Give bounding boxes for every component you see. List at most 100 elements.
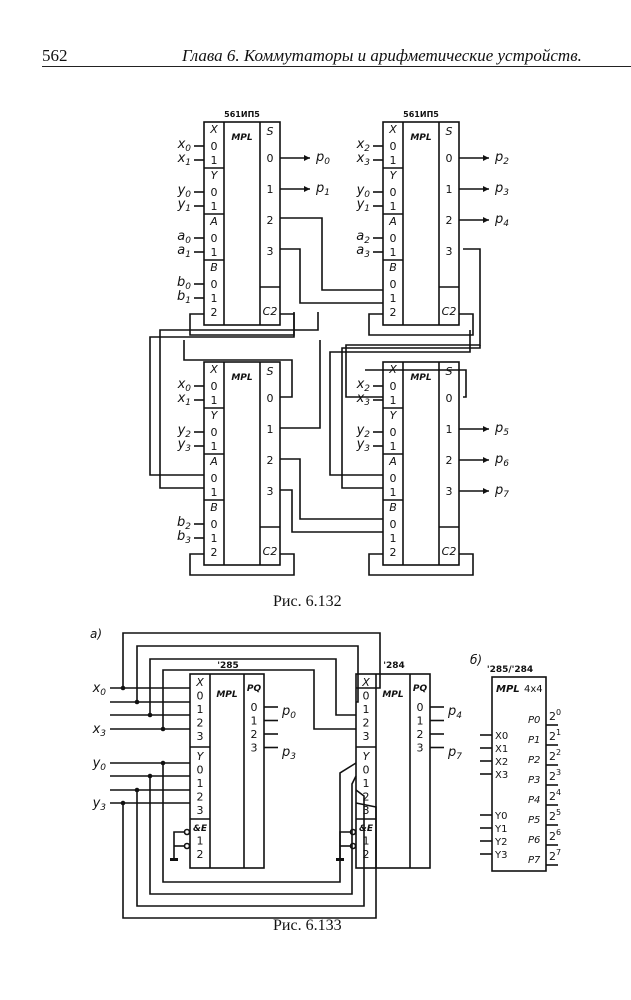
input-signal-label: y0 [92, 756, 107, 773]
arrow-head-icon [304, 186, 310, 192]
pin-number: 1 [390, 246, 397, 259]
pin-number: 0 [211, 518, 218, 531]
weight-label: 25 [549, 808, 561, 823]
pin-number: 0 [211, 426, 218, 439]
wire-s2-to-b0 [280, 217, 383, 291]
section-label: X [388, 123, 397, 136]
output-pin-number: 0 [446, 152, 453, 165]
chip-body [189, 673, 265, 869]
pin-number: 0 [390, 472, 397, 485]
pin-number: 2 [390, 306, 397, 319]
output-pin-number: 2 [446, 454, 453, 467]
x-input-label: X1 [495, 744, 508, 755]
output-pin-number: 0 [267, 392, 274, 405]
output-signal-label: p4 [447, 704, 462, 721]
input-signal-label: a3 [356, 243, 370, 260]
output-pin-number: 2 [417, 728, 424, 741]
output-pin-number: 2 [267, 214, 274, 227]
output-label: P7 [528, 855, 541, 866]
output-signal-label: p7 [447, 745, 462, 762]
x-pin-label: 2 [197, 717, 204, 730]
output-section-label: S [446, 365, 453, 378]
output-pin-number: 3 [267, 245, 274, 258]
input-signal-label: y2 [177, 423, 192, 440]
pin-number: 1 [211, 200, 218, 213]
output-section-label: S [446, 125, 453, 138]
pin-number: 1 [211, 440, 218, 453]
weight-label: 23 [549, 768, 561, 783]
output-section-label: PQ [413, 684, 428, 694]
page-number: 562 [42, 46, 68, 65]
part-b-label: б) [470, 653, 482, 667]
chip-function: MPL [216, 690, 238, 700]
weight-label: 27 [549, 848, 561, 863]
output-signal-label: p1 [315, 181, 330, 198]
pin-number: 0 [390, 380, 397, 393]
y-pin-label: 0 [197, 764, 204, 777]
section-label: A [209, 215, 218, 228]
input-signal-label: b2 [177, 515, 191, 532]
chip-function: MPL [231, 133, 253, 143]
weight-label: 24 [549, 788, 561, 803]
section-label: Y [390, 409, 398, 422]
input-signal-label: y1 [177, 197, 191, 214]
chip-part-number: '285 [217, 661, 239, 671]
pin-number: 2 [211, 306, 218, 319]
y-input-label: Y3 [494, 850, 507, 861]
inverted-input-icon [183, 842, 191, 850]
y-bus-wire [149, 775, 357, 895]
pin-number: 0 [390, 426, 397, 439]
x-bus-wire [122, 632, 381, 689]
pin-number: 2 [390, 546, 397, 559]
input-signal-label: y0 [356, 183, 371, 200]
wire-to-a0-right [329, 330, 471, 476]
input-signal-label: y3 [356, 437, 371, 454]
x-pin-label: 3 [197, 730, 204, 743]
x-pin-label: 3 [363, 730, 370, 743]
input-signal-label: x2 [356, 137, 371, 154]
weight-label: 26 [549, 828, 561, 843]
y-pin-label: 1 [197, 777, 204, 790]
pin-number: 1 [211, 154, 218, 167]
weight-label: 20 [549, 708, 561, 723]
chip-function: MPL [382, 690, 404, 700]
y-pin-label: 3 [363, 804, 370, 817]
arrow-head-icon [483, 155, 489, 161]
output-pin-number: 1 [446, 183, 453, 196]
weight-label: 22 [549, 748, 561, 763]
pin-number: 0 [211, 140, 218, 153]
input-signal-label: x3 [356, 391, 371, 408]
output-signal-label: p7 [494, 483, 509, 500]
arrow-head-icon [483, 217, 489, 223]
part-a-label: a) [90, 627, 102, 641]
pin-number: 1 [390, 532, 397, 545]
chip-part-number: '285/'284 [487, 665, 533, 675]
output-signal-label: p0 [315, 150, 330, 167]
y-input-label: Y2 [494, 837, 507, 848]
input-signal-label: b1 [177, 289, 191, 306]
pin-number: 0 [390, 518, 397, 531]
x-input-label: X0 [495, 731, 508, 742]
chip-function: MPL [231, 373, 253, 383]
pin-number: 1 [211, 486, 218, 499]
enable-pin-label: &E [359, 824, 374, 834]
section-label: X [209, 363, 218, 376]
section-label: Y [211, 409, 219, 422]
output-pin-number: 0 [446, 392, 453, 405]
x-pin-label: 0 [363, 690, 370, 703]
x-pin-label: X [361, 676, 370, 689]
chip-body [203, 361, 281, 566]
x-input-label: X3 [495, 770, 508, 781]
section-label: A [209, 455, 218, 468]
pin-number: 1 [211, 292, 218, 305]
wire-lower-s1 [280, 340, 321, 429]
output-pin-number: 2 [446, 214, 453, 227]
ground-icon [170, 858, 178, 861]
output-pin-number: 1 [267, 183, 274, 196]
carry-label: C2 [263, 305, 278, 318]
output-pin-number: 3 [251, 742, 258, 755]
carry-loop-wire [368, 313, 474, 336]
chapter-title: Глава 6. Коммутаторы и арифметические ус… [182, 46, 582, 65]
pin-number: 1 [390, 440, 397, 453]
pin-number: 0 [390, 232, 397, 245]
